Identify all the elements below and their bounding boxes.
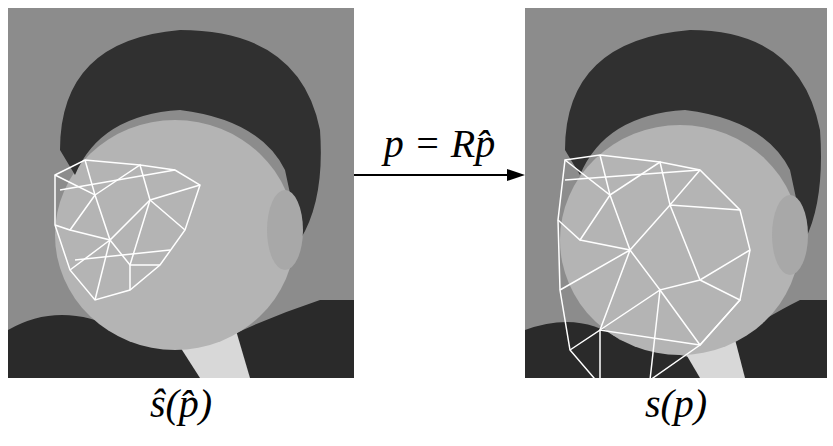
panel-caption: s(p) [525, 380, 827, 427]
edge-label: p = Rp̂ [380, 120, 499, 167]
transform-arrow [354, 169, 525, 181]
left-photo [8, 8, 354, 378]
photo-panel: s(p) [525, 8, 827, 444]
panel-caption: ŝ(p̂) [8, 380, 354, 427]
photo-panel: ŝ(p̂) [8, 8, 354, 444]
right-photo [525, 8, 827, 385]
